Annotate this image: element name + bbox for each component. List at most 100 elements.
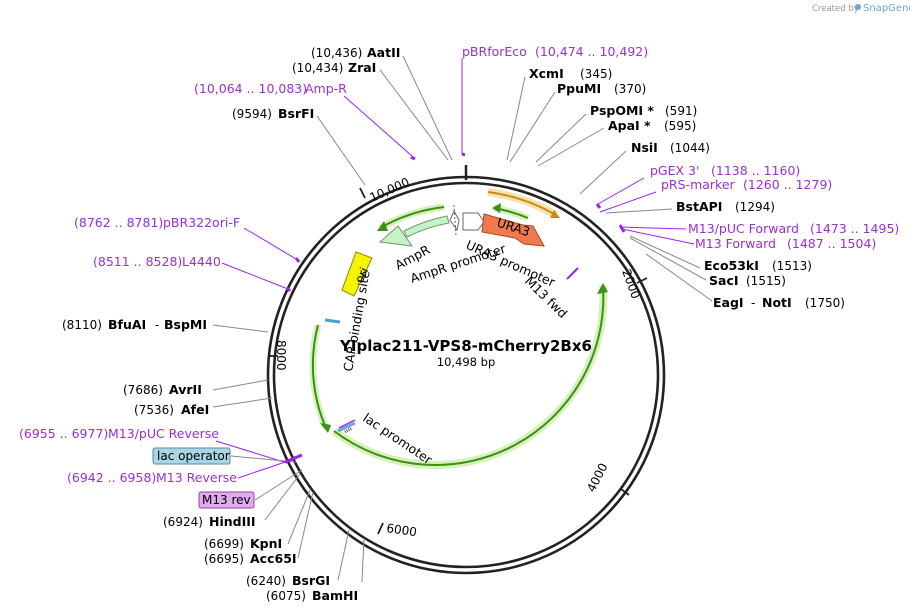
primer-range-pbrforeco: (10,474 .. 10,492) <box>535 44 648 59</box>
site-name-acc65i: Acc65I <box>250 551 297 566</box>
site-pos-bsrgi: (6240) <box>246 574 286 588</box>
orange-region-arrow <box>550 210 560 218</box>
leader-xcmi <box>506 76 526 161</box>
site-name-bspmi: BspMI <box>164 317 207 332</box>
site-pos-nsii: (1044) <box>670 141 710 155</box>
leader-eco53ki <box>629 235 701 269</box>
mcherry-region-arc <box>333 285 605 467</box>
site-pos-acc65i: (6695) <box>204 552 244 566</box>
cap-binding-site-mark <box>324 318 341 324</box>
ori-feature <box>341 251 373 297</box>
primer-range-amp-r: (10,064 .. 10,083) <box>194 81 307 96</box>
site-name-eco53ki: Eco53kI <box>704 258 759 273</box>
lac-region-arrow <box>320 423 331 433</box>
ampr-promoter-feature <box>449 209 460 232</box>
site-pos-eagi-noti: (1750) <box>805 296 845 310</box>
site-pos-eco53ki: (1513) <box>772 259 812 273</box>
site-pos-bfuai: (8110) <box>62 318 102 332</box>
lac-operator-box-bg <box>152 447 231 465</box>
site-name-bfuai: BfuAI <box>108 317 146 332</box>
m13-rev-box: M13 rev <box>198 491 255 509</box>
tick-label-6000: 6000 <box>386 521 418 539</box>
site-pos-bstapi: (1294) <box>735 200 775 214</box>
primer-range-m13-forward: (1487 .. 1504) <box>787 236 876 251</box>
primer-name-m13-reverse: M13 Reverse <box>156 470 237 485</box>
ura3-region-arrow <box>492 203 501 213</box>
m13-fwd-inner-mark <box>566 267 579 280</box>
site-name-pspomi: PspOMI * <box>590 103 654 118</box>
leader-aatii <box>402 55 453 161</box>
site-pos-zrai: (10,434) <box>292 61 343 75</box>
leader-ppumi <box>509 91 556 163</box>
primer-range-prs-marker: (1260 .. 1279) <box>743 177 832 192</box>
site-pos-saci: (1515) <box>746 274 786 288</box>
site-pos-hindiii: (6924) <box>163 515 203 529</box>
site-sep-bfuai-bspmi: - <box>155 318 159 332</box>
tick-label-8000: 8000 <box>274 340 288 371</box>
mcherry-region-arrow <box>597 283 608 294</box>
site-name-apai: ApaI * <box>608 118 651 133</box>
primer-mark-pbrforeco <box>461 152 466 157</box>
primer-mark-m13-reverse <box>284 453 303 464</box>
site-pos-pspomi: (591) <box>665 104 697 118</box>
primer-name-pbrforeco: pBRforEco <box>462 44 527 59</box>
site-name-kpni: KpnI <box>250 536 282 551</box>
site-pos-bsrfi: (9594) <box>232 107 272 121</box>
primer-mark-pbr322ori-f <box>294 257 301 263</box>
backbone-inner-ring <box>272 181 660 569</box>
leader-m13-puc-forward <box>619 226 687 230</box>
lac-operator-box: lac operator <box>152 447 231 465</box>
primer-name-pbr322ori-f: pBR322ori-F <box>163 215 240 230</box>
leader-bsrfi <box>316 115 366 186</box>
tick-mark-2000 <box>636 277 648 284</box>
backbone <box>266 165 666 575</box>
primer-mark-amp-r <box>410 155 416 161</box>
leader-apai <box>537 127 605 167</box>
site-pos-bamhi: (6075) <box>266 589 306 603</box>
site-pos-apai: (595) <box>664 119 696 133</box>
leader-pspomi <box>535 113 587 163</box>
m13-rev-label: M13 rev <box>202 493 251 507</box>
site-name-bamhi: BamHI <box>312 588 358 603</box>
ampr-region-arrow <box>377 221 388 231</box>
primer-name-pgex3: pGEX 3' <box>650 163 699 178</box>
leader-eagi-noti <box>645 253 713 302</box>
tick-mark-10000 <box>359 187 366 199</box>
primer-range-l4440: (8511 .. 8528) <box>93 254 182 269</box>
leader-afei <box>212 397 273 408</box>
leader-avrii <box>212 379 269 391</box>
tick-label-2000: 2000 <box>619 267 643 300</box>
site-pos-ppumi: (370) <box>614 82 646 96</box>
primer-name-amp-r: Amp-R <box>305 81 347 96</box>
leader-pgex3 <box>597 177 645 205</box>
credit-prefix: Created by <box>812 4 859 14</box>
plasmid-size: 10,498 bp <box>437 355 496 369</box>
leader-acc65i <box>297 491 314 559</box>
site-name-afei: AfeI <box>181 402 209 417</box>
lac-promoter-mark <box>344 426 353 434</box>
primer-range-pbr322ori-f: (8762 .. 8781) <box>74 215 163 230</box>
leader-hindiii <box>264 473 301 521</box>
site-pos-avrii: (7686) <box>123 383 163 397</box>
leader-bsrgi <box>337 529 350 581</box>
leader-bfuai <box>212 324 269 333</box>
leader-saci <box>629 237 707 281</box>
ura3-feature <box>481 213 545 247</box>
site-sep-eagi-noti: - <box>751 296 755 310</box>
site-name-bsrfi: BsrFI <box>278 106 314 121</box>
site-name-saci: SacI <box>709 273 739 288</box>
orange-region-arc <box>487 191 557 216</box>
backbone-outer-ring <box>266 175 666 575</box>
snapgene-logo-icon <box>855 4 861 10</box>
site-pos-xcmi: (345) <box>580 67 612 81</box>
leader-bstapi <box>605 208 673 214</box>
tick-mark-6000 <box>377 522 384 535</box>
site-pos-afei: (7536) <box>134 403 174 417</box>
site-name-avrii: AvrII <box>169 382 202 397</box>
leader-pbr322ori-f <box>243 227 297 260</box>
primer-range-m13-puc-forward: (1473 .. 1495) <box>810 221 899 236</box>
site-name-noti: NotI <box>762 295 792 310</box>
primer-range-m13-reverse: (6942 .. 6958) <box>67 470 156 485</box>
leader-m13-forward <box>621 228 695 245</box>
